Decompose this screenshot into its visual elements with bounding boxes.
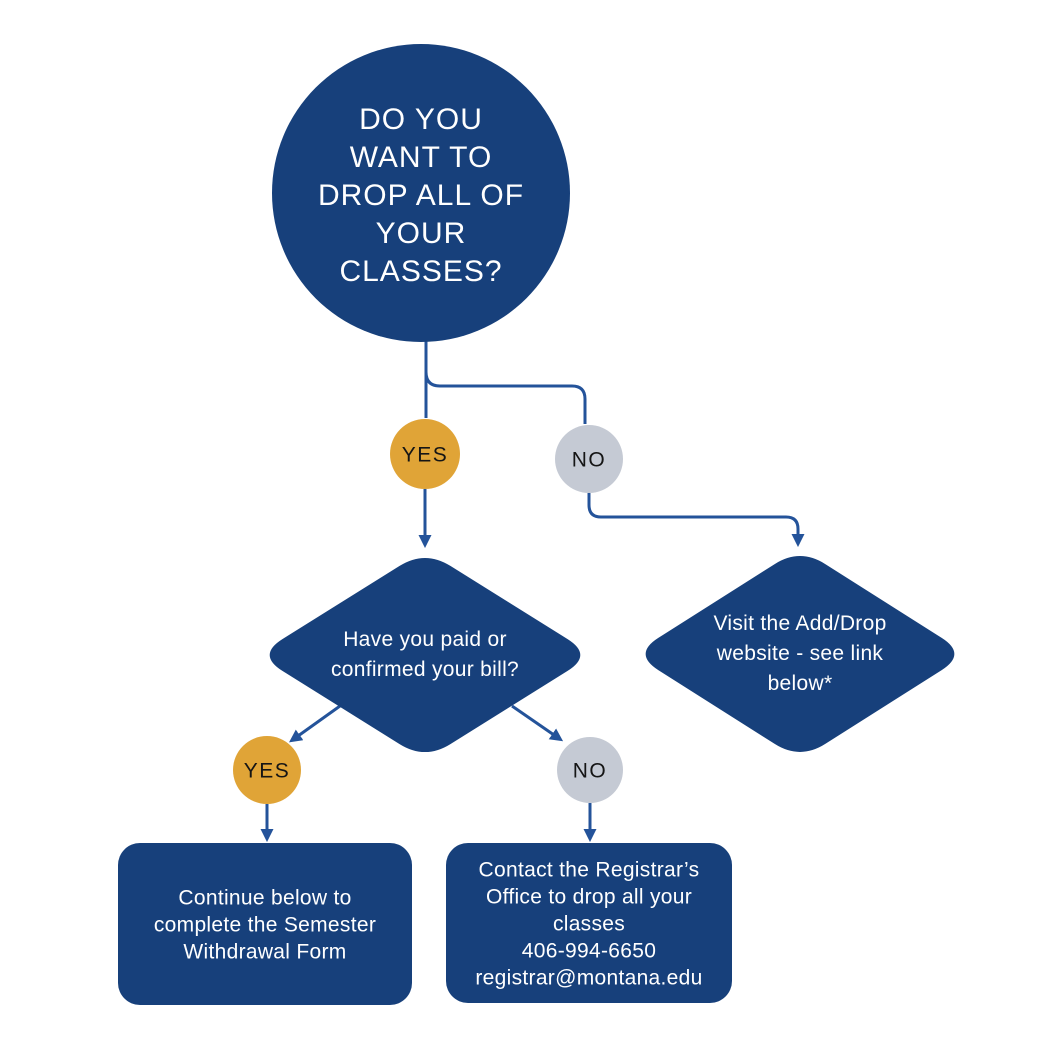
connector-start-to-no1 bbox=[424, 371, 587, 424]
no2-label: NO bbox=[572, 759, 608, 783]
connector-bill-to-yes2 bbox=[289, 704, 341, 743]
bill-diamond bbox=[269, 557, 581, 753]
yes1-label: YES bbox=[401, 443, 449, 467]
withdrawal-rect bbox=[118, 843, 412, 1005]
yes2-circle bbox=[233, 736, 301, 804]
connector-no1-to-adddrop-diamond bbox=[587, 493, 805, 548]
adddrop-label: Visit the Add/Drop website - see link be… bbox=[713, 612, 887, 695]
yes2-label: YES bbox=[243, 759, 291, 783]
no1-circle bbox=[555, 425, 623, 493]
no1-label: NO bbox=[571, 448, 607, 472]
start-question-label: DO YOU WANT TO DROP ALL OF YOUR CLASSES? bbox=[317, 103, 525, 288]
start-circle bbox=[272, 44, 570, 342]
contact-registrar-label: Contact the Registrar’s Office to drop a… bbox=[475, 858, 703, 990]
contact-rect bbox=[446, 843, 732, 1003]
connector-bill-to-no2 bbox=[511, 704, 564, 742]
bill-question-label: Have you paid or confirmed your bill? bbox=[330, 628, 520, 681]
adddrop-diamond bbox=[645, 556, 955, 752]
withdrawal-form-label: Continue below to complete the Semester … bbox=[153, 886, 377, 964]
no2-circle bbox=[557, 737, 623, 803]
yes1-circle bbox=[390, 419, 460, 489]
